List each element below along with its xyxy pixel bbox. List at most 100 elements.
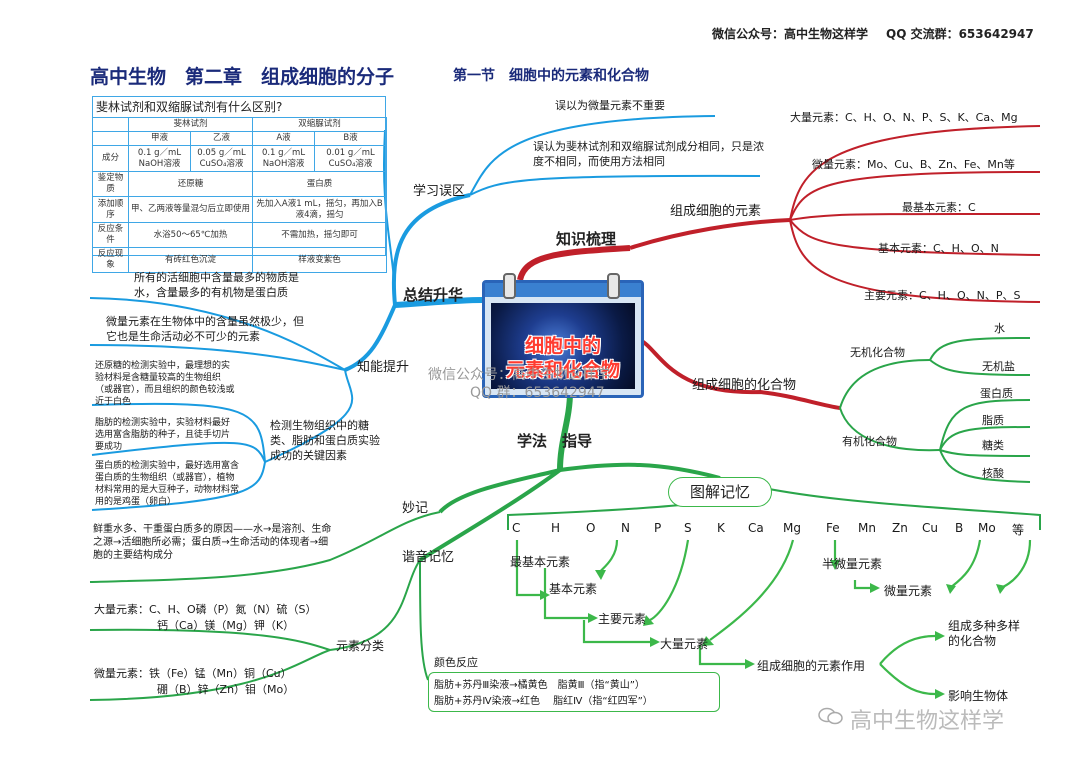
table-cell: 还原糖 xyxy=(127,171,254,197)
table-cell xyxy=(92,131,129,146)
symbol-s: S xyxy=(684,521,692,535)
table-cell: 0.05 g／mL CuSO₄溶液 xyxy=(189,145,254,172)
symbol-n: N xyxy=(621,521,630,535)
symbol-o: O xyxy=(586,521,596,535)
branch-memo: 妙记 xyxy=(402,501,429,516)
watermark-qq: QQ 群：653642947 xyxy=(470,385,605,401)
symbol-fe: Fe xyxy=(826,521,840,535)
ability-sugar-note: 还原糖的检测实验中，最理想的实验材料是含糖量较高的生物组织（或器官），而且组织的… xyxy=(95,361,235,407)
element-basic: 基本元素：C、H、O、N xyxy=(878,242,999,255)
mistake-1: 误以为微量元素不重要 xyxy=(555,99,665,112)
element-most-basic: 最基本元素：C xyxy=(902,201,976,214)
table-header: 双缩脲试剂 xyxy=(252,117,388,132)
symbol-mg: Mg xyxy=(783,521,801,535)
table-row-label: 成分 xyxy=(92,145,129,172)
page-title: 高中生物 第二章 组成细胞的分子 xyxy=(90,66,395,88)
color-reaction-2: 脂肪+苏丹Ⅳ染液→红色 脂红Ⅳ（指“红四军”） xyxy=(434,696,653,707)
table-subheader: 乙液 xyxy=(189,131,254,146)
branch-mistakes: 学习误区 xyxy=(413,184,466,199)
table-cell: 有砖红色沉淀 xyxy=(127,247,254,273)
diagram-semi-trace: 半微量元素 xyxy=(822,557,883,571)
table-row-label: 鉴定物质 xyxy=(92,171,129,197)
branch-method: 学法 指导 xyxy=(517,432,593,450)
green-trunk xyxy=(557,391,573,471)
table-cell: 0.1 g／mL NaOH溶液 xyxy=(252,145,316,172)
compound-salt: 无机盐 xyxy=(982,360,1015,373)
color-reaction-title: 颜色反应 xyxy=(434,656,478,669)
symbol-c: C xyxy=(512,521,521,535)
center-title-line1: 细胞中的 xyxy=(524,335,601,357)
symbol-h: H xyxy=(551,521,561,535)
ability-key-factors: 检测生物组织中的糖类、脂肪和蛋白质实验成功的关键因素 xyxy=(270,419,380,462)
symbol-zn: Zn xyxy=(892,521,908,535)
compound-sugar: 糖类 xyxy=(982,439,1004,452)
table-row-label: 添加顺序 xyxy=(92,196,129,223)
blue-trunk xyxy=(394,297,483,308)
memo-text: 鲜重水多、干重蛋白质多的原因——水→是溶剂、生命之源→活细胞所必需；蛋白质→生命… xyxy=(93,524,332,561)
footer-account: 高中生物这样学 xyxy=(850,709,1005,734)
diagram-major: 大量元素 xyxy=(660,637,709,651)
compound-water: 水 xyxy=(994,322,1005,335)
table-row-label: 反应现象 xyxy=(92,247,129,273)
element-trace: 微量元素：Mo、Cu、B、Zn、Fe、Mn等 xyxy=(812,158,1015,171)
diagram-most-basic: 最基本元素 xyxy=(510,555,571,569)
table-cell xyxy=(92,117,129,132)
classify-major-1: 大量元素：C、H、O磷（P）氮（N）硫（S） xyxy=(94,603,317,616)
symbol-mo: Mo xyxy=(978,521,996,535)
table-subheader: 甲液 xyxy=(128,131,191,146)
color-reaction-box xyxy=(428,672,720,712)
branch-classify: 元素分类 xyxy=(336,639,385,653)
branch-knowledge: 知识梳理 xyxy=(556,230,617,248)
cell-image xyxy=(491,303,635,389)
center-topic-card: 细胞中的 元素和化合物 xyxy=(482,273,644,398)
compound-nucleic: 核酸 xyxy=(982,467,1004,480)
branch-homophone: 谐音记忆 xyxy=(402,550,455,565)
symbol-b: B xyxy=(955,521,964,535)
ability-fact-1: 所有的活细胞中含量最多的物质是水，含量最多的有机物是蛋白质 xyxy=(134,271,299,299)
classify-trace-2: 硼（B）锌（Zn）钼（Mo） xyxy=(157,683,295,696)
diagram-role: 组成细胞的元素作用 xyxy=(757,659,866,673)
wechat-account: 微信公众号：高中生物这样学 xyxy=(712,27,869,41)
symbol-ca: Ca xyxy=(748,521,764,535)
table-cell: 蛋白质 xyxy=(252,171,388,197)
table-subheader: A液 xyxy=(252,131,316,146)
table-cell: 样液变紫色 xyxy=(252,247,388,273)
symbol-cu: Cu xyxy=(922,521,938,535)
element-main: 主要元素：C、H、O、N、P、S xyxy=(864,289,1021,302)
wechat-icon xyxy=(818,707,843,725)
classify-trace-1: 微量元素：铁（Fe）锰（Mn）铜（Cu） xyxy=(94,667,292,680)
compound-protein: 蛋白质 xyxy=(980,387,1013,400)
mistake-2: 误认为斐林试剂和双缩脲试剂成分相同，只是浓度不相同，而使用方法相同 xyxy=(533,140,764,168)
table-cell: 甲、乙两液等量混匀后立即使用 xyxy=(127,196,254,223)
diagram-role-2: 影响生物体 xyxy=(948,689,1009,703)
comparison-table: 斐林试剂 双缩脲试剂 甲液 乙液 A液 B液 成分 0.1 g／mL NaOH溶… xyxy=(92,117,388,273)
diagram-main: 主要元素 xyxy=(598,612,647,626)
compound-inorganic: 无机化合物 xyxy=(850,346,905,359)
symbol-p: P xyxy=(654,521,662,535)
center-title-line2: 元素和化合物 xyxy=(505,359,620,381)
table-question: 斐林试剂和双缩脲试剂有什么区别? xyxy=(96,100,283,114)
watermark-wechat: 微信公众号：高中生物这样学 xyxy=(428,367,610,383)
table-cell: 0.01 g／mL CuSO₄溶液 xyxy=(314,145,388,172)
ring-icon xyxy=(503,273,516,299)
symbol-k: K xyxy=(717,521,725,535)
branch-summary: 总结升华 xyxy=(403,286,464,304)
branch-compounds: 组成细胞的化合物 xyxy=(692,378,797,393)
table-cell: 先加入A液1 mL，摇匀，再加入B液4滴，摇匀 xyxy=(252,196,388,223)
branch-ability: 知能提升 xyxy=(357,360,410,375)
element-major: 大量元素：C、H、O、N、P、S、K、Ca、Mg xyxy=(790,111,1018,124)
branch-diagram: 图解记忆 xyxy=(668,477,772,507)
symbol-mn: Mn xyxy=(858,521,876,535)
compound-fat: 脂质 xyxy=(982,414,1004,427)
table-header: 斐林试剂 xyxy=(127,117,254,132)
red-compounds xyxy=(638,338,841,410)
branch-elements: 组成细胞的元素 xyxy=(670,204,762,219)
ability-fact-2: 微量元素在生物体中的含量虽然极少，但它也是生命活动必不可少的元素 xyxy=(106,315,304,343)
ability-fat-note: 脂肪的检测实验中，实验材料最好选用富含脂肪的种子，且徒手切片要成功 xyxy=(95,418,231,452)
qq-group: QQ 交流群：653642947 xyxy=(886,27,1034,41)
classify-major-2: 钙（Ca）镁（Mg）钾（K） xyxy=(157,619,295,632)
diagram-trace: 微量元素 xyxy=(884,584,933,598)
table-row-label: 反应条件 xyxy=(92,222,129,248)
symbol-etc: 等 xyxy=(1012,523,1025,537)
